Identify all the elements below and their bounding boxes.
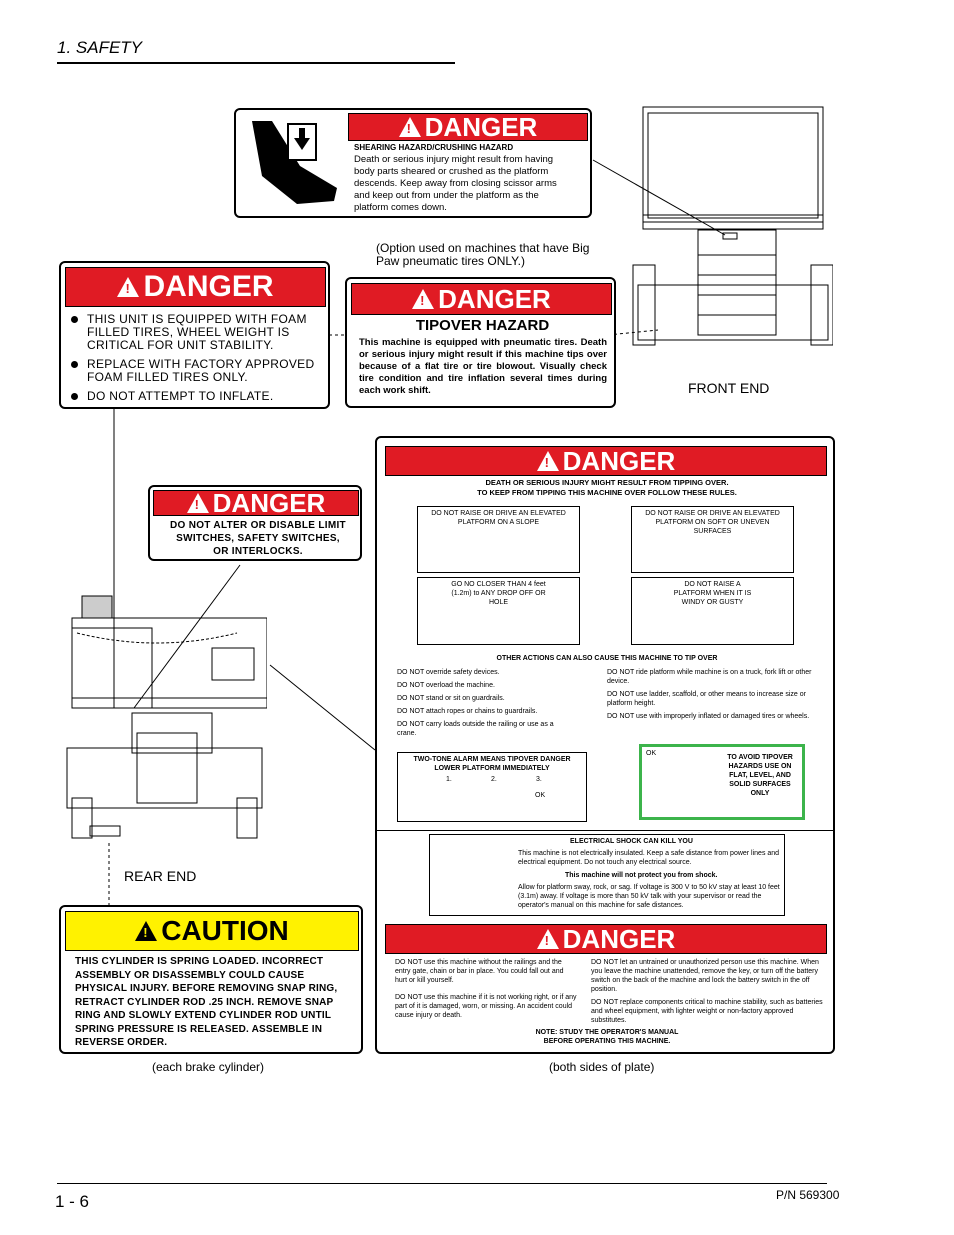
other-left-list: DO NOT override safety devices. DO NOT o… (397, 669, 554, 737)
electrical-box: ELECTRICAL SHOCK CAN KILL YOU This machi… (429, 834, 785, 916)
bottom-left-list: DO NOT use this machine without the rail… (395, 959, 577, 1019)
warning-triangle-icon (186, 493, 209, 513)
rule-windy: DO NOT RAISE A PLATFORM WHEN IT IS WINDY… (631, 577, 794, 645)
danger-header: DANGER (348, 112, 588, 142)
other-actions-title: OTHER ACTIONS CAN ALSO CAUSE THIS MACHIN… (496, 655, 718, 662)
foam-decal: DANGER THIS UNIT IS EQUIPPED WITH FOAM F… (59, 261, 330, 409)
section-title: 1. SAFETY (57, 38, 143, 57)
both-sides-caption: (both sides of plate) (549, 1060, 655, 1074)
rear-end-drawing (66, 595, 267, 839)
caution-header: CAUTION (65, 911, 359, 951)
warning-triangle-icon (536, 929, 559, 949)
warning-triangle-icon (117, 277, 140, 297)
avoid-tipover-box: OK TO AVOID TIPOVER HAZARDS USE ON FLAT,… (639, 744, 805, 820)
shear-decal: DANGER SHEARING HAZARD/CRUSHING HAZARD D… (234, 108, 592, 218)
rule-slope: DO NOT RAISE OR DRIVE AN ELEVATED PLATFO… (417, 506, 580, 573)
caution-decal: CAUTION THIS CYLINDER IS SPRING LOADED. … (59, 905, 363, 1054)
limit-decal: DANGER DO NOT ALTER OR DISABLE LIMIT SWI… (148, 485, 362, 561)
divider (377, 830, 833, 831)
rear-end-label: REAR END (124, 868, 197, 884)
alarm-box: TWO-TONE ALARM MEANS TIPOVER DANGER LOWE… (397, 752, 587, 822)
part-number: P/N 569300 (776, 1188, 840, 1202)
warning-triangle-icon (135, 921, 158, 941)
shear-title: SHEARING HAZARD/CRUSHING HAZARD (354, 143, 514, 152)
each-brake-caption: (each brake cylinder) (152, 1060, 265, 1074)
danger-header: DANGER (153, 488, 359, 518)
tip-intro: DEATH OR SERIOUS INJURY MIGHT RESULT FRO… (477, 478, 737, 497)
header-rule (57, 62, 455, 64)
tipover-decal: DANGER TIPOVER HAZARD This machine is eq… (345, 277, 616, 408)
rule-drop-off: GO NO CLOSER THAN 4 feet (1.2m) to ANY D… (417, 577, 580, 645)
foam-bullets: THIS UNIT IS EQUIPPED WITH FOAM FILLED T… (65, 313, 315, 409)
foam-bullet: DO NOT ATTEMPT TO INFLATE. (65, 390, 315, 403)
other-right-list: DO NOT ride platform while machine is on… (607, 669, 812, 720)
danger-header: DANGER (65, 267, 326, 307)
danger-header: DANGER (351, 283, 612, 315)
hand-crush-icon (242, 116, 342, 212)
front-end-drawing (632, 106, 833, 346)
tipover-body: This machine is equipped with pneumatic … (359, 337, 607, 396)
operator-note: NOTE: STUDY THE OPERATOR'S MANUAL BEFORE… (535, 1029, 679, 1045)
front-end-label: FRONT END (688, 380, 770, 396)
footer-rule (57, 1183, 827, 1184)
bottom-right-list: DO NOT let an untrained or unauthorized … (591, 959, 823, 1024)
shear-body: Death or serious injury might result fro… (354, 154, 557, 213)
option-note: (Option used on machines that have Big P… (376, 241, 590, 268)
foam-bullet: REPLACE WITH FACTORY APPROVED FOAM FILLE… (65, 358, 315, 384)
warning-triangle-icon (536, 451, 559, 471)
caution-body: THIS CYLINDER IS SPRING LOADED. INCORREC… (75, 956, 338, 1048)
limit-body: DO NOT ALTER OR DISABLE LIMIT SWITCHES, … (170, 520, 346, 557)
rule-soft-surface: DO NOT RAISE OR DRIVE AN ELEVATED PLATFO… (631, 506, 794, 573)
big-danger-decal: DANGER DEATH OR SERIOUS INJURY MIGHT RES… (375, 436, 835, 1054)
danger-header: DANGER (385, 446, 827, 476)
tipover-title: TIPOVER HAZARD (415, 317, 550, 334)
danger-header-2: DANGER (385, 924, 827, 954)
foam-bullet: THIS UNIT IS EQUIPPED WITH FOAM FILLED T… (65, 313, 315, 352)
page-number: 1 - 6 (55, 1192, 90, 1211)
warning-triangle-icon (398, 117, 421, 137)
warning-triangle-icon (412, 289, 435, 309)
